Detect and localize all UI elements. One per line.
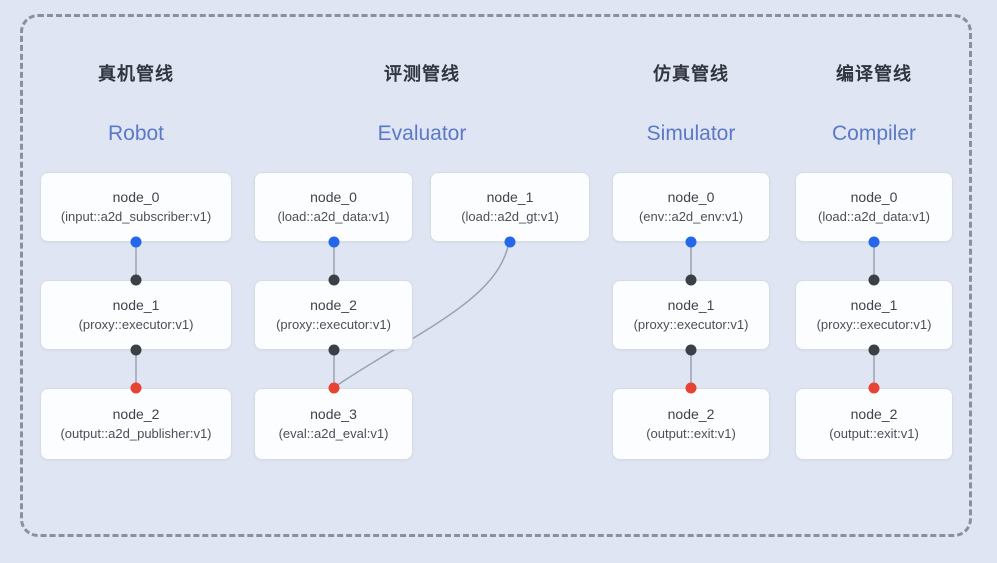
output-port-dot	[685, 236, 697, 248]
node-box-evaluator-3: node_3 (eval::a2d_eval:v1)	[254, 388, 413, 460]
node-box-robot-2: node_2 (output::a2d_publisher:v1)	[40, 388, 232, 460]
output-port-dot	[130, 236, 142, 248]
node-name: node_1	[667, 297, 715, 314]
pipeline-title-zh-evaluator: 评测管线	[384, 64, 460, 84]
node-name: node_3	[310, 406, 357, 423]
pipeline-title-zh-robot: 真机管线	[98, 64, 174, 84]
terminal-port-dot	[130, 382, 142, 394]
output-port-dot	[328, 236, 340, 248]
node-type: (env::a2d_env:v1)	[638, 209, 744, 225]
node-type: (output::exit:v1)	[829, 426, 919, 442]
node-type: (output::a2d_publisher:v1)	[60, 426, 212, 442]
node-name: node_0	[310, 189, 357, 206]
node-box-robot-0: node_0 (input::a2d_subscriber:v1)	[40, 172, 232, 242]
input-port-dot	[685, 274, 697, 286]
node-name: node_1	[850, 297, 898, 314]
node-box-simulator-1: node_1 (proxy::executor:v1)	[612, 280, 770, 350]
node-box-compiler-2: node_2 (output::exit:v1)	[795, 388, 953, 460]
output-port-dot	[685, 344, 697, 356]
terminal-port-dot	[685, 382, 697, 394]
node-name: node_0	[112, 189, 160, 206]
output-port-dot	[868, 236, 880, 248]
pipeline-title-zh-simulator: 仿真管线	[653, 64, 729, 84]
node-box-evaluator-0: node_0 (load::a2d_data:v1)	[254, 172, 413, 242]
node-box-compiler-0: node_0 (load::a2d_data:v1)	[795, 172, 953, 242]
pipeline-title-en-compiler: Compiler	[831, 122, 917, 145]
terminal-port-dot	[868, 382, 880, 394]
input-port-dot	[328, 274, 340, 286]
evaluator-gt-curve	[335, 241, 510, 387]
node-box-evaluator-2: node_2 (proxy::executor:v1)	[254, 280, 413, 350]
node-type: (proxy::executor:v1)	[78, 317, 194, 333]
node-type: (output::exit:v1)	[646, 426, 736, 442]
output-port-dot	[504, 236, 516, 248]
node-name: node_2	[850, 406, 898, 423]
pipeline-title-en-evaluator: Evaluator	[377, 122, 467, 145]
input-port-dot	[868, 274, 880, 286]
node-box-simulator-0: node_0 (env::a2d_env:v1)	[612, 172, 770, 242]
node-type: (proxy::executor:v1)	[276, 317, 391, 333]
node-name: node_0	[850, 189, 898, 206]
node-name: node_1	[112, 297, 160, 314]
node-box-robot-1: node_1 (proxy::executor:v1)	[40, 280, 232, 350]
node-name: node_2	[667, 406, 715, 423]
output-port-dot	[130, 344, 142, 356]
diagram-dashed-frame	[20, 14, 972, 537]
node-name: node_2	[310, 297, 357, 314]
node-name: node_0	[667, 189, 715, 206]
input-port-dot	[130, 274, 142, 286]
node-type: (input::a2d_subscriber:v1)	[60, 209, 212, 225]
terminal-port-dot	[328, 382, 340, 394]
pipeline-title-en-simulator: Simulator	[646, 122, 736, 145]
node-type: (load::a2d_data:v1)	[277, 209, 390, 225]
node-box-compiler-1: node_1 (proxy::executor:v1)	[795, 280, 953, 350]
pipeline-title-zh-compiler: 编译管线	[836, 64, 912, 84]
node-type: (eval::a2d_eval:v1)	[278, 426, 389, 442]
node-name: node_1	[486, 189, 534, 206]
node-type: (proxy::executor:v1)	[633, 317, 749, 333]
node-type: (load::a2d_gt:v1)	[461, 209, 559, 225]
node-box-evaluator-1: node_1 (load::a2d_gt:v1)	[430, 172, 590, 242]
output-port-dot	[328, 344, 340, 356]
pipeline-title-en-robot: Robot	[107, 122, 165, 145]
node-box-simulator-2: node_2 (output::exit:v1)	[612, 388, 770, 460]
node-name: node_2	[112, 406, 160, 423]
node-type: (proxy::executor:v1)	[816, 317, 932, 333]
node-type: (load::a2d_data:v1)	[817, 209, 931, 225]
output-port-dot	[868, 344, 880, 356]
